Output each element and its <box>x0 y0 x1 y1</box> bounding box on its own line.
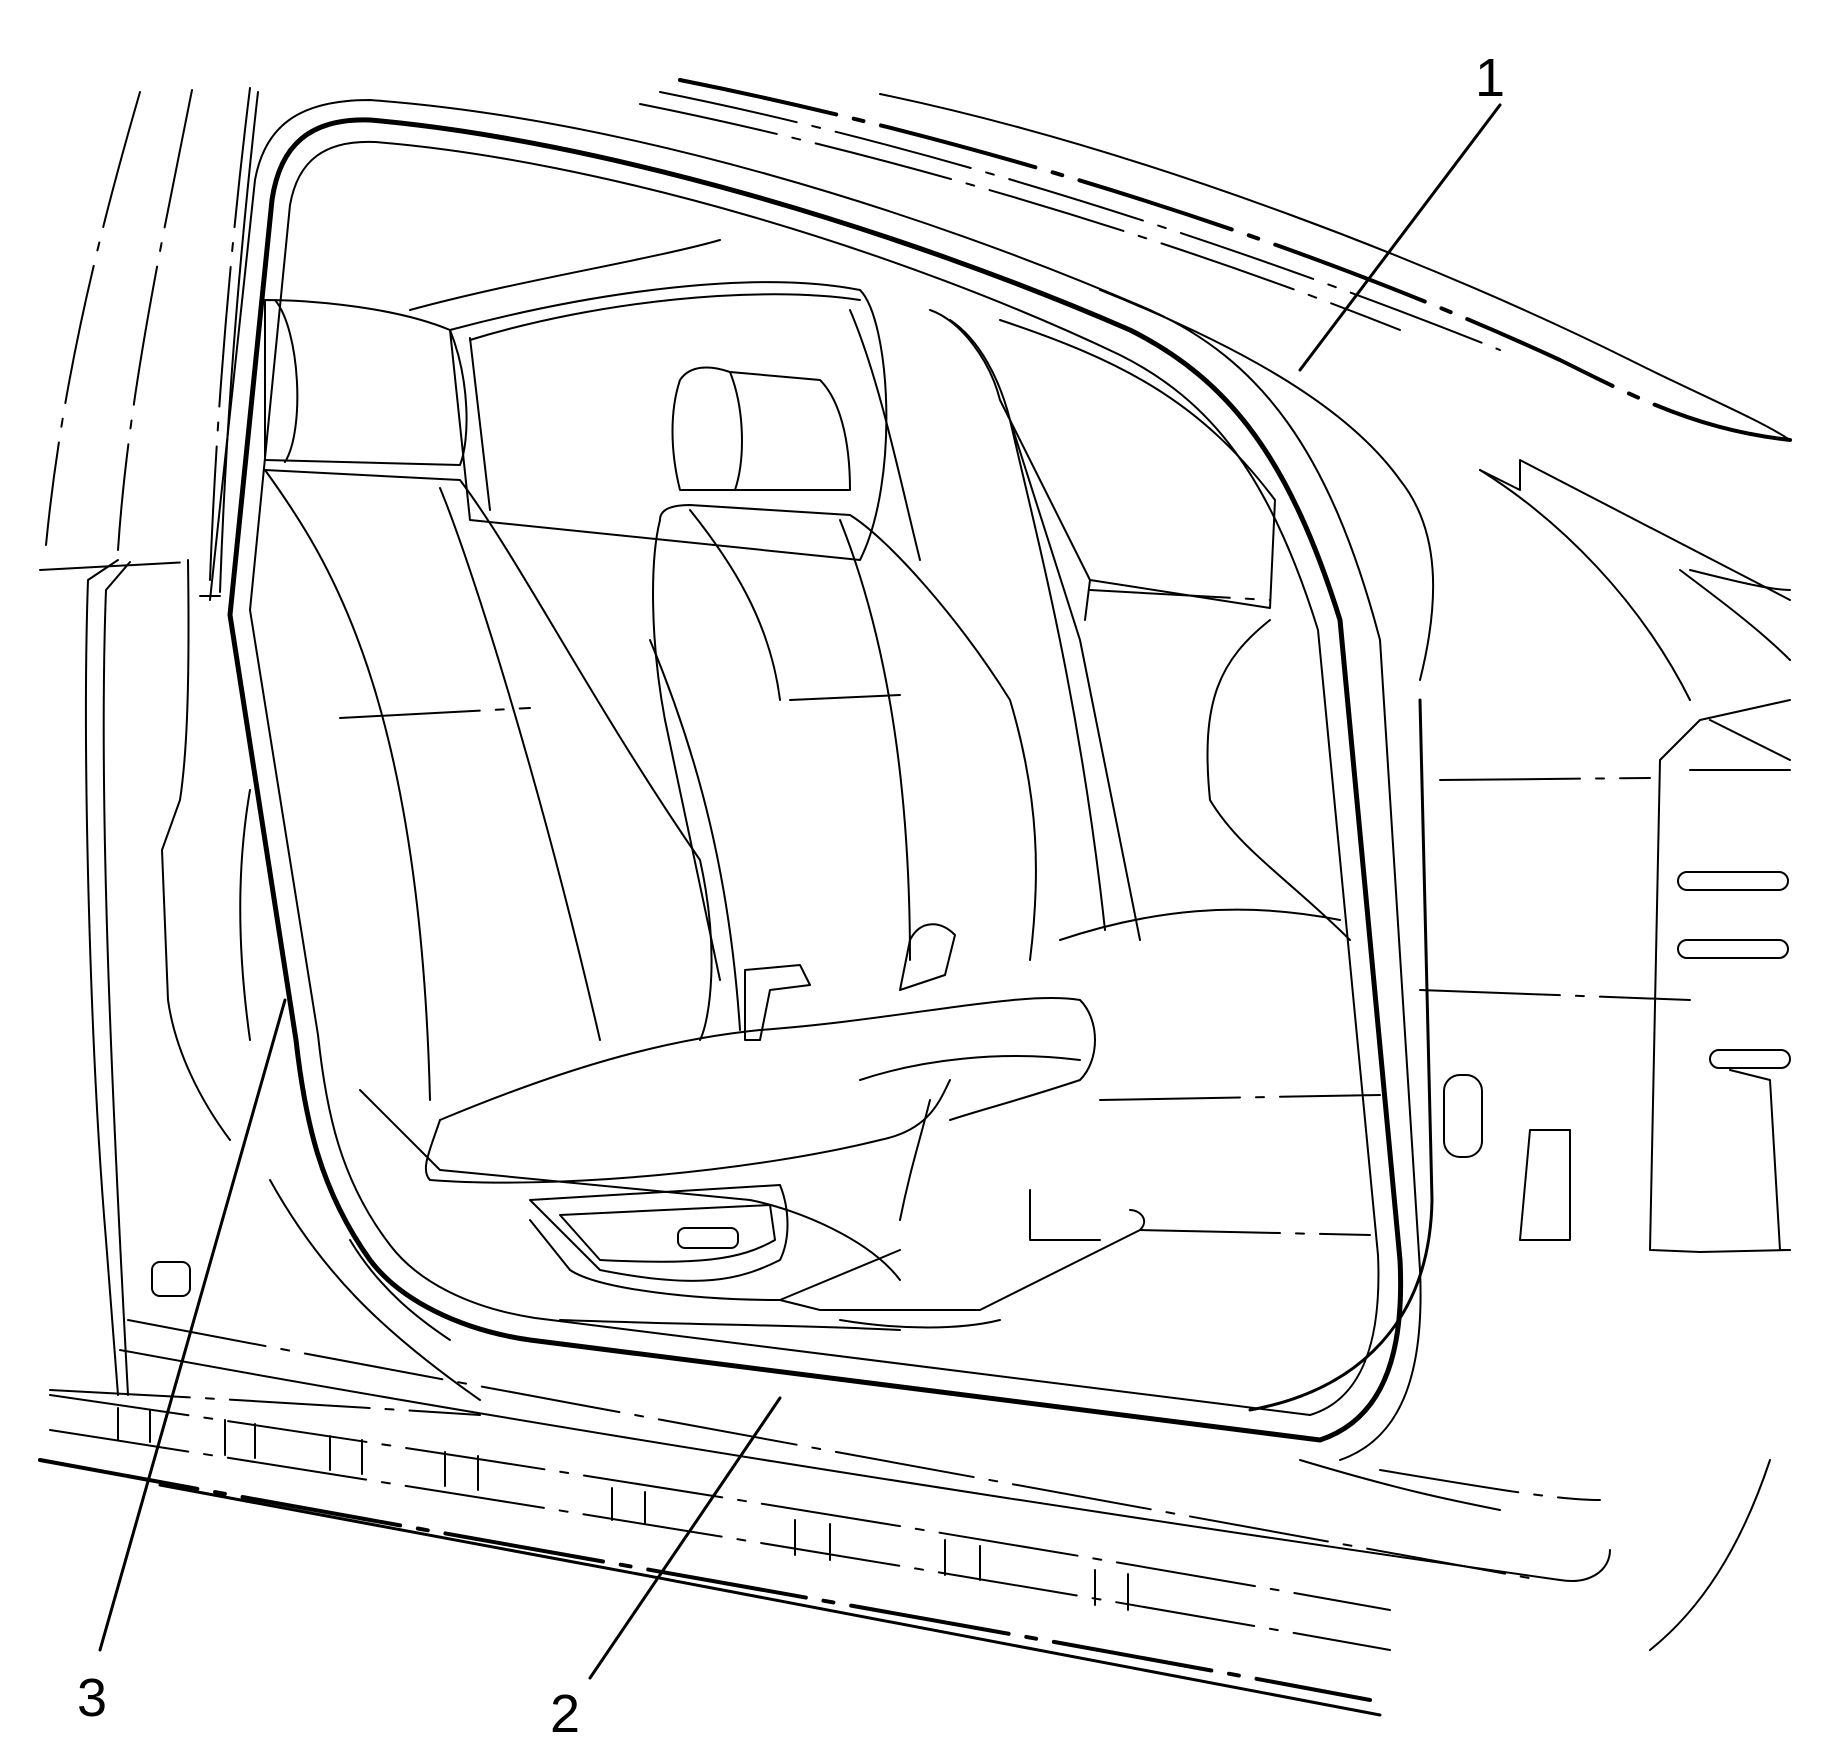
leader-line-3 <box>98 998 287 1652</box>
interior <box>264 239 1381 1331</box>
callout-3: 3 <box>77 1668 107 1728</box>
rocker-sill <box>38 1179 1611 1717</box>
leader-lines <box>98 103 1502 1680</box>
body-side <box>639 78 1792 1651</box>
callout-1: 1 <box>1475 48 1505 108</box>
callout-2: 2 <box>550 1684 580 1744</box>
leader-line-2 <box>588 1396 782 1680</box>
front-pillar <box>39 87 481 1416</box>
leader-line-1 <box>1298 103 1502 372</box>
sill-tick-marks <box>117 1407 1129 1611</box>
weatherstrip-loop <box>209 99 1434 1461</box>
